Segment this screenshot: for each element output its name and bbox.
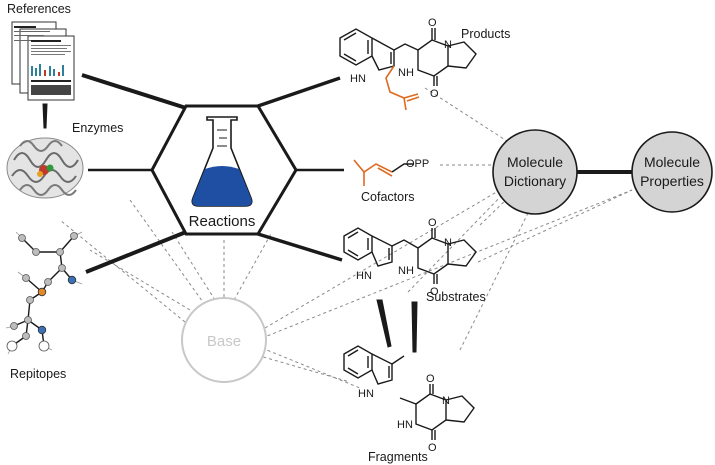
references-label: References — [7, 2, 71, 16]
product-molecule — [339, 28, 477, 111]
products-label: Products — [461, 27, 510, 41]
molecule-properties-label-2: Properties — [640, 173, 704, 189]
fragment-hn-atom: HN — [358, 388, 374, 400]
connector-substrates-fragments-right — [411, 301, 418, 353]
cofactors-label: Cofactors — [361, 190, 415, 204]
product-hn-atom: HN — [350, 73, 366, 85]
reactions-label: Reactions — [189, 213, 256, 230]
flask-icon — [191, 116, 253, 207]
fragment-n-atom: N — [442, 395, 450, 407]
document-stack-icon — [11, 21, 75, 101]
connector-repitopes-reactions — [85, 230, 187, 274]
connector-substrates-fragments-left — [376, 299, 392, 348]
connector-fragments-dictionary — [459, 204, 533, 351]
fragment-diketopiperazine — [399, 384, 475, 440]
connector-reactions-substrates — [257, 232, 343, 262]
product-n-atom: N — [444, 39, 452, 51]
product-o-atom-bottom: O — [430, 88, 439, 100]
molecule-dictionary-label-1: Molecule — [507, 154, 563, 170]
fragment-o-atom-bottom: O — [428, 442, 437, 454]
base-node[interactable] — [181, 297, 267, 383]
substrate-n-atom: N — [444, 237, 452, 249]
connector-base-hex-left — [171, 231, 216, 301]
enzymes-label: Enzymes — [72, 121, 123, 135]
fragment-o-atom-top: O — [426, 373, 435, 385]
protein-structure-icon — [6, 137, 84, 199]
substrate-nh-atom: NH — [398, 265, 414, 277]
substrate-molecule — [343, 227, 477, 284]
connector-substrates-dictionary — [479, 195, 511, 226]
fragments-label: Fragments — [368, 450, 428, 464]
product-o-atom-top: O — [428, 17, 437, 29]
connector-base-repitopes — [89, 249, 196, 314]
substrate-hn-atom: HN — [356, 270, 372, 282]
connector-substrates-properties — [477, 189, 633, 263]
connector-base-hex-right — [233, 231, 273, 301]
connector-base-enzymes — [59, 219, 186, 323]
connector-references-reactions — [81, 73, 187, 110]
product-nh-atom: NH — [398, 67, 414, 79]
substrate-o-atom-top: O — [428, 217, 437, 229]
connector-references-enzymes — [42, 103, 48, 129]
thick-connectors — [81, 73, 632, 353]
fragment-hn-atom-2: HN — [397, 419, 413, 431]
molecule-graph-icon — [5, 231, 83, 355]
connector-reactions-products — [257, 76, 341, 108]
molecule-dictionary-label-2: Dictionary — [504, 173, 566, 189]
cofactor-molecule — [353, 159, 414, 186]
molecule-properties-label-1: Molecule — [644, 154, 700, 170]
repitopes-label: Repitopes — [10, 367, 66, 381]
molecule-properties-node[interactable] — [631, 131, 713, 213]
fragment-indole — [343, 345, 405, 385]
base-label: Base — [207, 333, 241, 350]
connector-products-dictionary — [424, 87, 511, 144]
opp-label: OPP — [406, 158, 429, 170]
substrates-label: Substrates — [426, 290, 486, 304]
molecule-dictionary-node[interactable] — [492, 129, 578, 215]
connector-substrates2-dictionary — [407, 191, 506, 293]
substrate-o-atom-bottom: O — [430, 286, 439, 298]
